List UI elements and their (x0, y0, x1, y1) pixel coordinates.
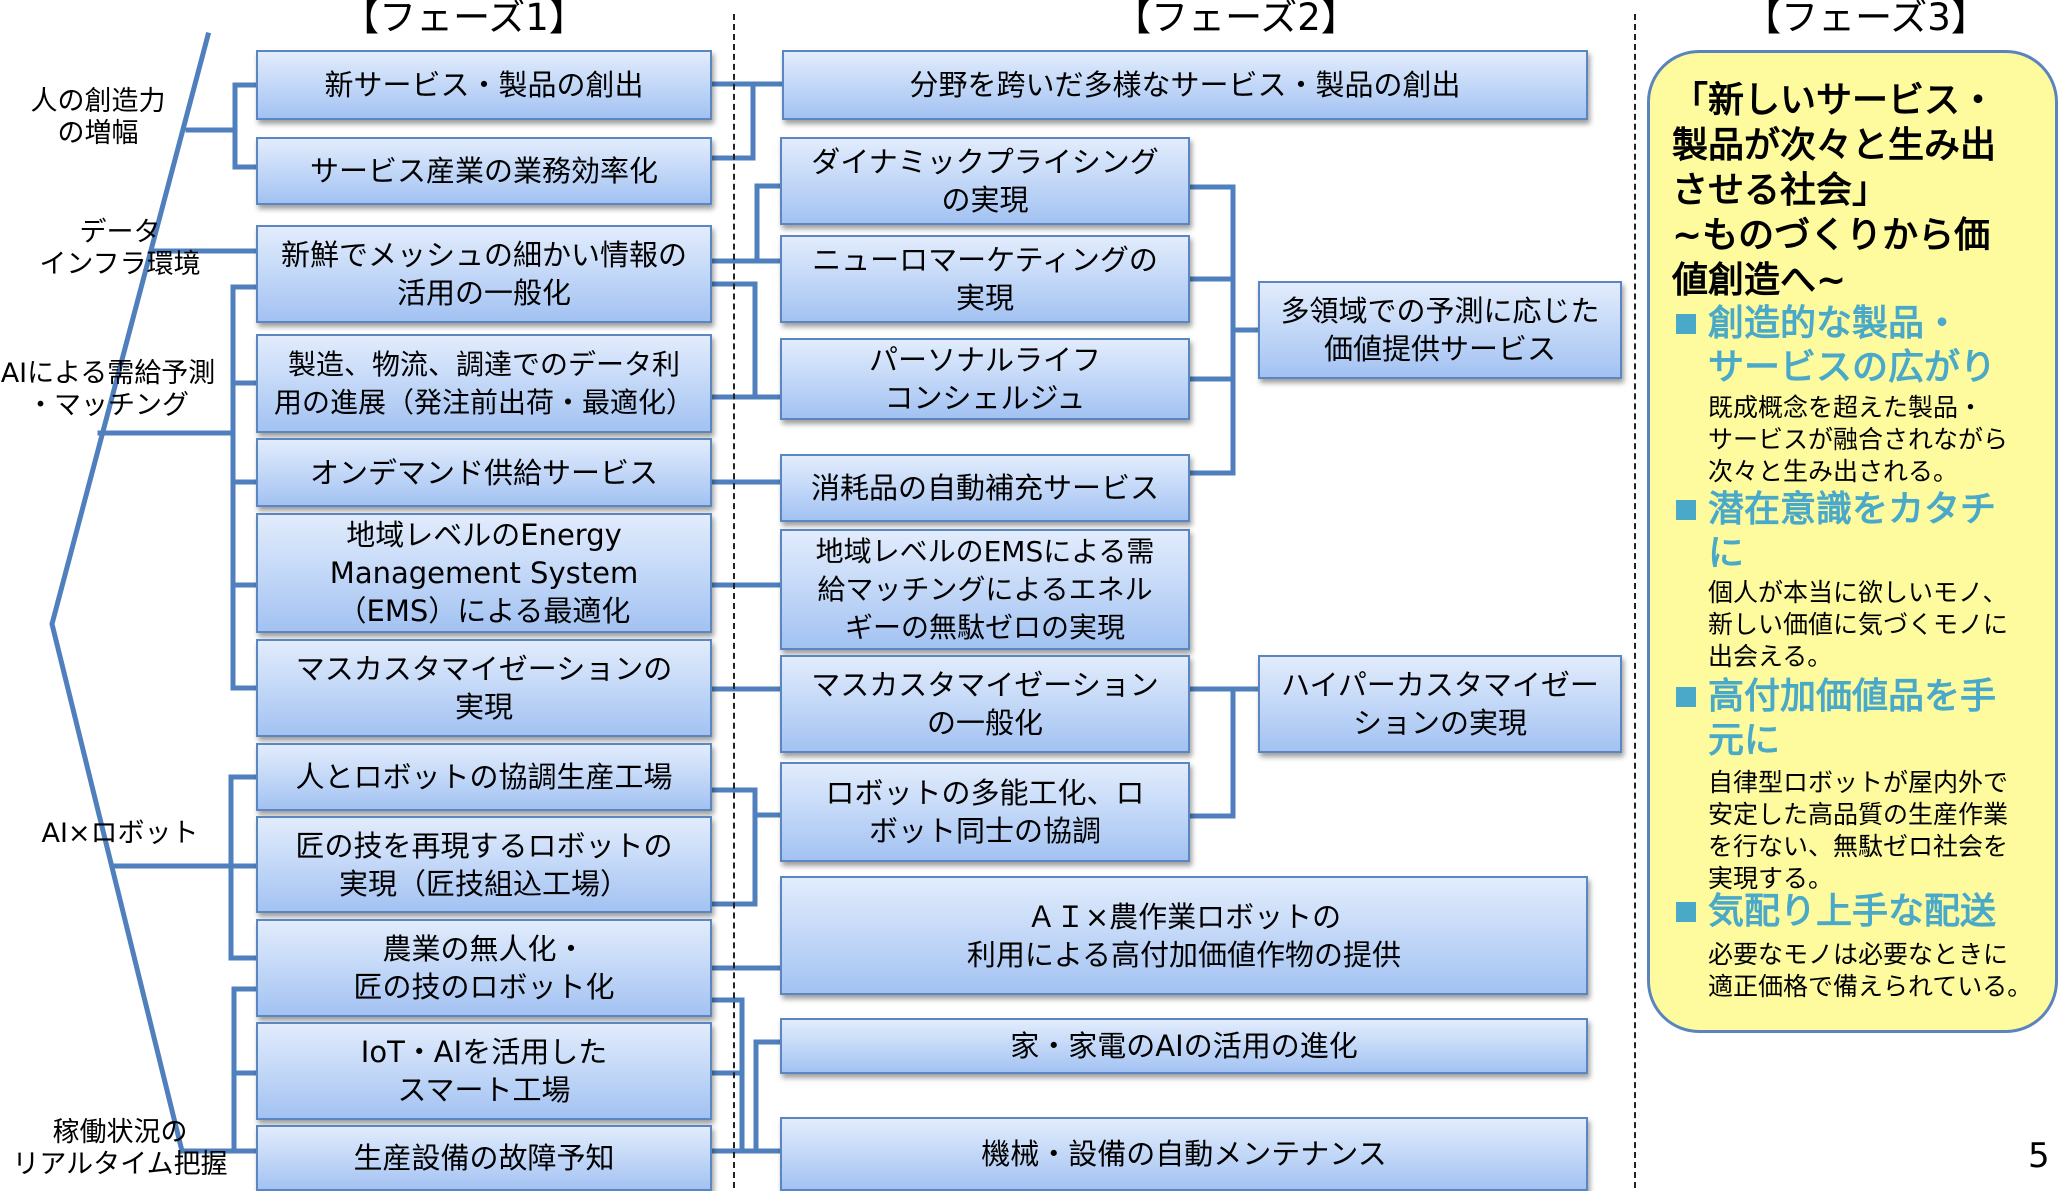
phase3-point-body: 個人が本当に欲しいモノ、 新しい価値に気づくモノに 出会える。 (1708, 578, 2009, 671)
phase3-point-body: 既成概念を超えた製品・ サービスが融合されながら 次々と生み出される。 (1708, 393, 2009, 486)
category-data-infra: データ インフラ環境 (39, 217, 201, 280)
phase1-item: サービス産業の業務効率化 (256, 137, 712, 205)
phase-1-title: 【フェーズ1】 (342, 0, 586, 39)
phase3-point-heading: 潜在意識をカタチ に (1708, 489, 1997, 574)
phase-divider-2 (1634, 14, 1636, 1188)
phase2-merged-item: ハイパーカスタマイゼー ションの実現 (1258, 655, 1622, 753)
phase2-item: ロボットの多能工化、ロ ボット同士の協調 (780, 762, 1190, 862)
phase-2-title: 【フェーズ2】 (1114, 0, 1358, 39)
phase1-item: オンデマンド供給サービス (256, 438, 712, 507)
phase2-item: ＡＩ×農作業ロボットの 利用による高付加価値作物の提供 (780, 876, 1588, 995)
phase3-headline: 「新しいサービス・ 製品が次々と生み出 させる社会」 ~ものづくりから価 値創造… (1672, 80, 1997, 301)
phase1-item: 新鮮でメッシュの細かい情報の 活用の一般化 (256, 225, 712, 323)
square-bullet-icon (1676, 314, 1696, 334)
square-bullet-icon (1676, 687, 1696, 707)
phase1-item: 新サービス・製品の創出 (256, 50, 712, 120)
phase1-item: マスカスタマイゼーションの 実現 (256, 639, 712, 737)
category-spine (49, 31, 212, 1155)
phase1-item: 生産設備の故障予知 (256, 1125, 712, 1191)
bracket-ai-demand (230, 284, 259, 691)
phase2-item: ニューロマーケティングの 実現 (780, 235, 1190, 323)
phase3-point-heading: 気配り上手な配送 (1708, 891, 1997, 932)
phase2-merged-item: 多領域での予測に応じた 価値提供サービス (1258, 281, 1622, 379)
category-ai-demand: AIによる需給予測 ・マッチング (0, 358, 216, 421)
category-ai-robot: AI×ロボット (41, 818, 199, 849)
phase2-item: マスカスタマイゼーション の一般化 (780, 655, 1190, 753)
phase-divider-1 (733, 14, 735, 1188)
phase1-item: 製造、物流、調達でのデータ利 用の進展（発注前出荷・最適化） (256, 334, 712, 433)
category-operation: 稼働状況の リアルタイム把握 (12, 1117, 228, 1180)
phase3-point-heading: 高付加価値品を手 元に (1708, 676, 1997, 761)
phase1-item: IoT・AIを活用した スマート工場 (256, 1022, 712, 1120)
square-bullet-icon (1676, 500, 1696, 520)
phase3-point-body: 自律型ロボットが屋内外で 安定した高品質の生産作業 を行ない、無駄ゼロ社会を 実… (1708, 768, 2009, 893)
phase3-point-body: 必要なモノは必要なときに 適正価格で備えられている。 (1708, 940, 2033, 1001)
phase1-item: 地域レベルのEnergy Management System （EMS）による最… (256, 513, 712, 633)
phase2-item: 家・家電のAIの活用の進化 (780, 1018, 1588, 1074)
phase3-point-heading: 創造的な製品・ サービスの広がり (1708, 303, 1997, 388)
phase2-item: 分野を跨いだ多様なサービス・製品の創出 (782, 50, 1588, 120)
square-bullet-icon (1676, 902, 1696, 922)
phase2-item: 消耗品の自動補充サービス (780, 454, 1190, 522)
phase2-item: ダイナミックプライシング の実現 (780, 137, 1190, 225)
phase2-item: パーソナルライフ コンシェルジュ (780, 338, 1190, 420)
phase2-item: 機械・設備の自動メンテナンス (780, 1117, 1588, 1191)
phase1-item: 農業の無人化・ 匠の技のロボット化 (256, 919, 712, 1017)
bracket-creativity (232, 82, 259, 170)
bracket-operation (231, 986, 259, 1154)
phase1-item: 人とロボットの協調生産工場 (256, 743, 712, 811)
phase1-item: 匠の技を再現するロボットの 実現（匠技組込工場） (256, 816, 712, 913)
phase-3-title: 【フェーズ3】 (1744, 0, 1988, 39)
phase2-item: 地域レベルのEMSによる需 給マッチングによるエネル ギーの無駄ゼロの実現 (780, 529, 1190, 650)
category-creativity: 人の創造力 の増幅 (30, 86, 166, 149)
phase3-vision-panel (1647, 50, 2058, 1033)
page-number: 5 (2028, 1136, 2050, 1176)
